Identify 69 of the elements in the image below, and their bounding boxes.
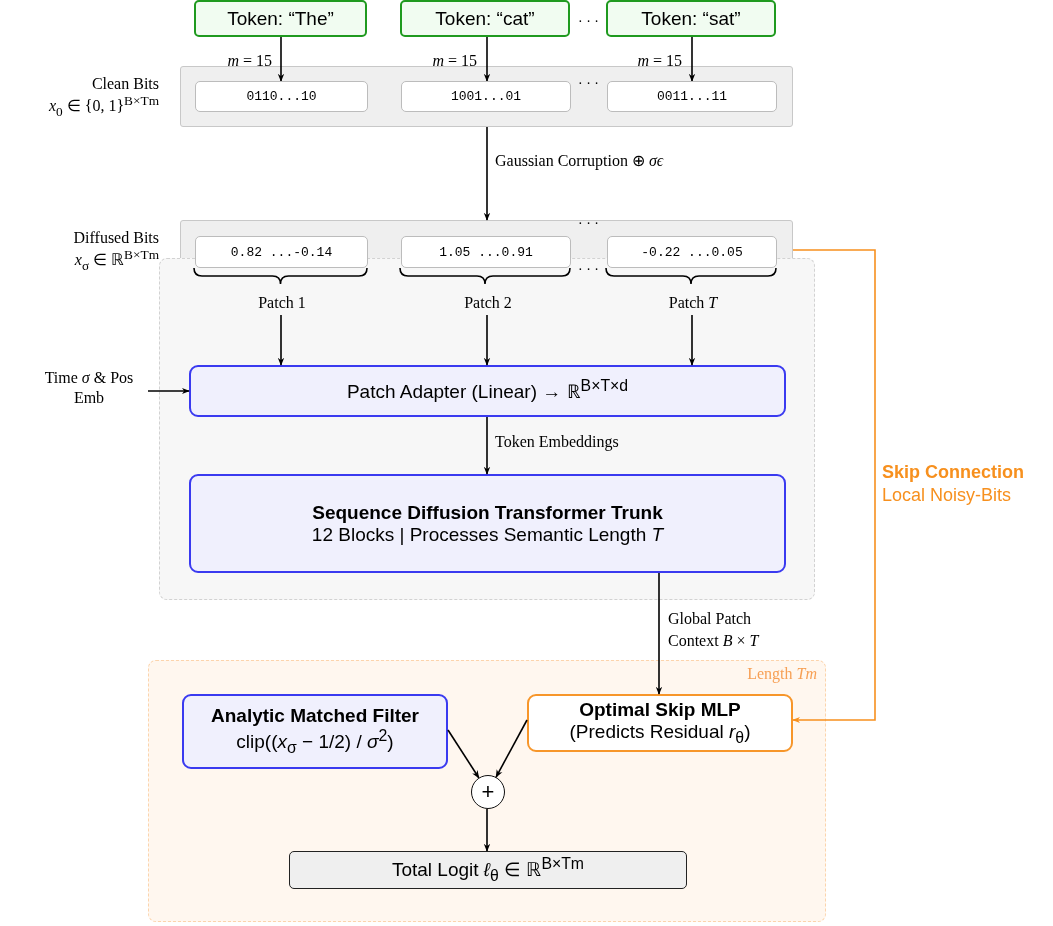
sum-circle [471,775,505,809]
plus-sign: + [481,779,495,805]
block-title: Sequence Diffusion Transformer Trunk [312,501,663,524]
arrow [495,719,528,778]
edge-label: m = 15 [226,51,272,71]
block-subtitle: 12 Blocks | Processes Semantic Length T [311,523,664,546]
dashed-region [148,660,826,922]
input-label: Time σ & Pos Emb [30,368,148,412]
bits-box [401,81,571,112]
token-label: Token: “The” [227,7,334,30]
value-string: -0.22 ...0.05 [641,244,743,260]
value-string: 1.05 ...0.91 [439,244,533,260]
edge-label: Global Patch Context B × T [668,609,761,652]
output-label: Total Logit ℓ$_{θ}$ ∈ ℝ$^{B×Tm}$ [391,854,585,886]
block-subtitle: (Predicts Residual r$_{θ}$) [569,721,751,747]
bits-box [195,81,368,112]
formula: x$_{0}$ ∈ {0, 1}$^{B×Tm}$ [48,93,159,120]
band-heading: Clean Bits [90,75,159,94]
dashed-container [159,258,815,600]
ellipsis: · · · [578,216,599,232]
bits-box [607,81,777,112]
arrow [483,36,491,82]
token-label: Token: “cat” [435,7,535,30]
formula: x$_{σ}$ ∈ ℝ$^{B×Tm}$ [73,247,159,274]
arrow [792,249,876,724]
process-box [182,694,448,769]
block-title: Analytic Matched Filter [211,705,419,728]
value-string: 0.82 ...-0.14 [230,244,333,260]
region-label: Length Tm [747,665,817,683]
arrow [688,36,696,82]
formula: clip((x$_{σ}$ − 1/2) / σ$^{2}$) [236,727,394,758]
edge-label: m = 15 [431,51,477,71]
bit-string: 0011...11 [656,89,728,104]
token-box [194,0,367,37]
edge-label: m = 15 [636,51,682,71]
block-title: Optimal Skip MLP [579,699,741,722]
arrow [483,416,491,475]
arrow [483,126,491,221]
token-label: Token: “sat” [641,7,741,30]
bits-box [195,236,368,268]
bit-string: 0110...10 [246,89,317,104]
ellipsis: · · · [578,76,599,92]
arrow [277,36,285,82]
ellipsis: · · · [578,14,599,30]
token-box [606,0,776,37]
arrow [483,314,491,366]
patch-label: Patch 1 [242,293,322,315]
edge-label: Gaussian Corruption ⊕ σϵ [495,151,665,172]
ellipsis: · · · [578,262,599,278]
band-heading: Diffused Bits [73,229,159,248]
patch-label: Patch T [653,293,733,315]
bits-box [607,236,777,268]
output-box [289,851,687,889]
bits-box [401,236,571,268]
edge-label: Skip Connection Local Noisy-Bits [882,461,1025,506]
arrow [147,387,190,395]
layer-label: Patch Adapter (Linear) → ℝ$^{B×T×d}$ [346,377,629,405]
process-box [189,365,786,417]
arrow [277,314,285,366]
arrow [655,572,663,695]
arrow [483,808,491,852]
patch-label: Patch 2 [448,293,528,315]
process-box [189,474,786,573]
process-box [527,694,793,752]
bit-string: 1001...01 [450,89,522,104]
arrow [447,729,480,779]
edge-label: Token Embeddings [495,432,620,453]
arrow [688,314,696,366]
token-box [400,0,570,37]
